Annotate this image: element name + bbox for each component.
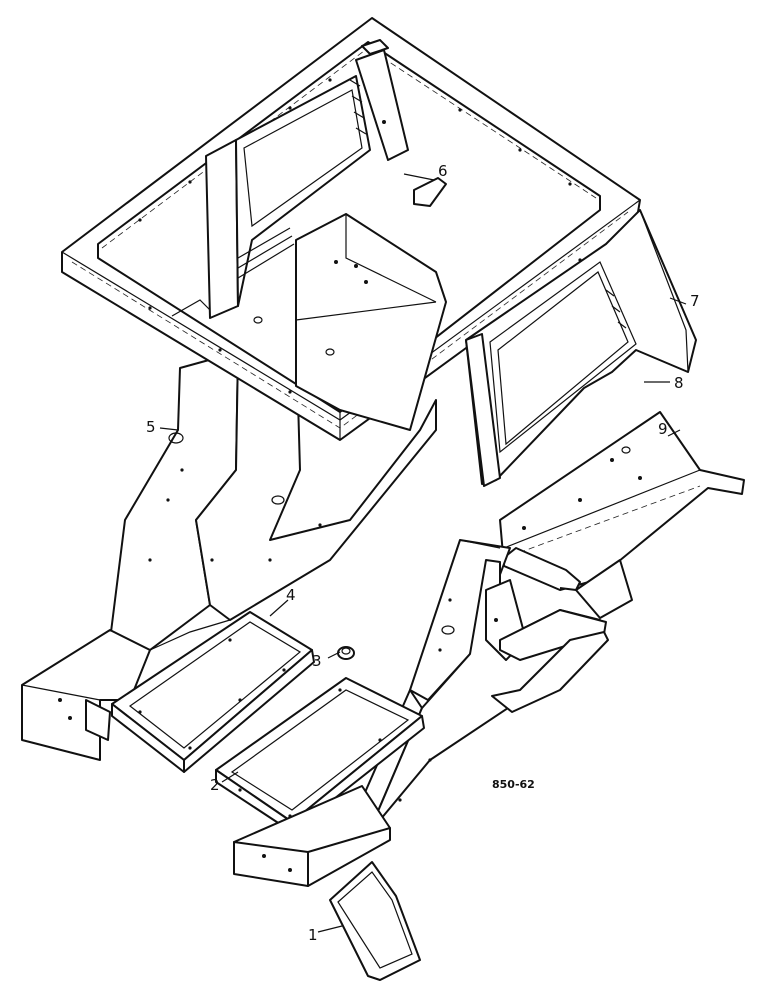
leader-2 — [221, 771, 239, 783]
rear-wall-panel — [253, 213, 447, 431]
leader-6 — [403, 173, 435, 181]
callout-9: 9 — [658, 420, 668, 438]
leader-9 — [667, 429, 681, 437]
leader-3 — [327, 651, 341, 659]
callout-8: 8 — [674, 374, 684, 392]
callout-leaders — [159, 173, 687, 933]
leader-5 — [159, 427, 179, 431]
callout-3: 3 — [312, 652, 322, 670]
rear-window-frame — [205, 49, 409, 319]
floor-panel-part-4 — [111, 611, 315, 773]
leader-1 — [317, 925, 343, 933]
leader-4 — [269, 599, 289, 617]
callout-2: 2 — [210, 776, 220, 794]
callout-6: 6 — [438, 162, 448, 180]
grommet-part-3 — [337, 646, 355, 660]
step-box — [233, 785, 391, 887]
right-fender — [499, 411, 745, 591]
leader-7 — [669, 297, 687, 305]
callout-4: 4 — [286, 586, 296, 604]
callout-labels: 1 2 3 4 5 6 7 8 9 850-62 — [146, 162, 700, 944]
callout-7: 7 — [690, 292, 700, 310]
right-side-window — [465, 209, 697, 487]
left-side-panel — [21, 329, 437, 761]
step-part-1 — [329, 861, 421, 981]
callout-5: 5 — [146, 418, 156, 436]
drawing-reference-code: 850-62 — [492, 778, 535, 791]
callout-1: 1 — [308, 926, 318, 944]
